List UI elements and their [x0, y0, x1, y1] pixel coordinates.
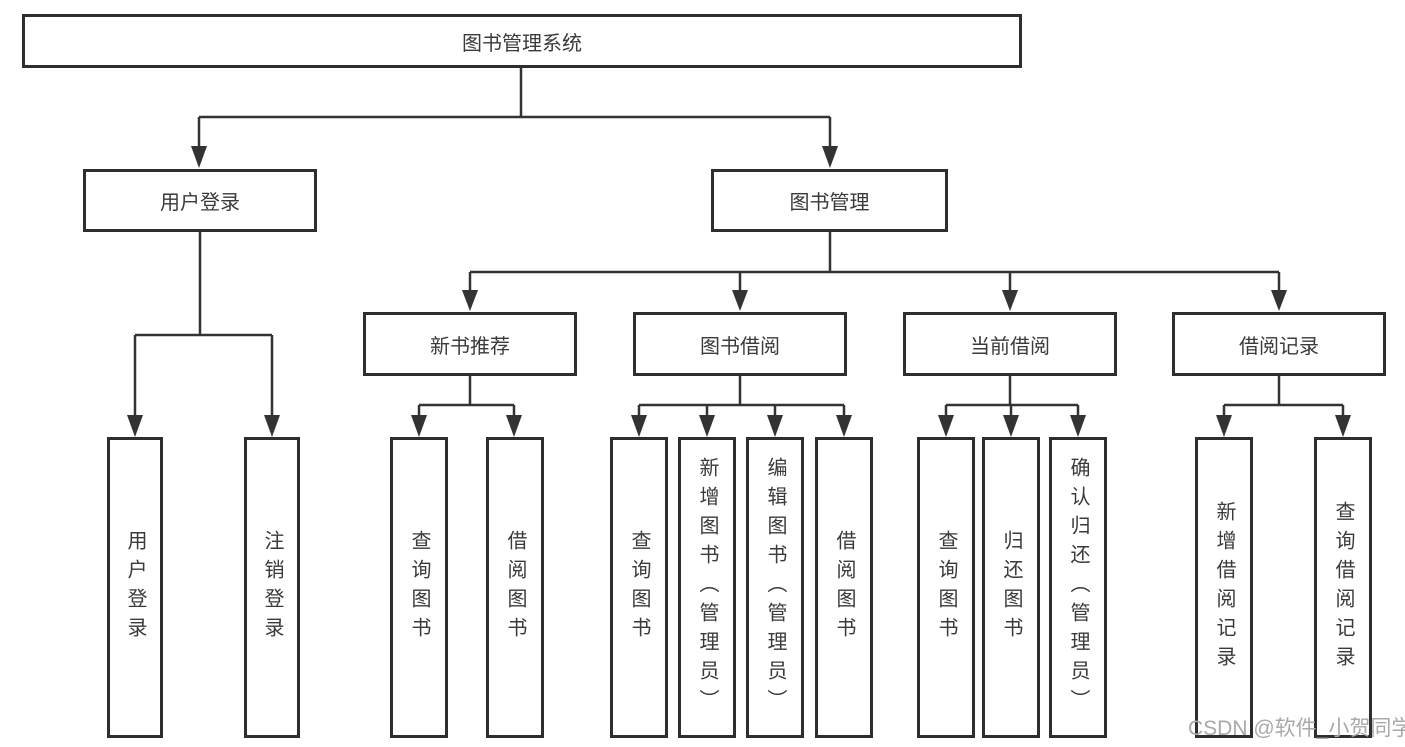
node-leaf-return-books: 归还图书: [982, 437, 1040, 738]
node-leaf-edit-books-admin: 编辑图书（管理员）: [746, 437, 804, 738]
node-current-borrow: 当前借阅: [903, 312, 1117, 376]
node-book-management: 图书管理: [711, 169, 948, 232]
node-leaf-query-borrow-record: 查询借阅记录: [1314, 437, 1372, 738]
node-leaf-confirm-return-admin: 确认归还（管理员）: [1049, 437, 1107, 738]
node-leaf-user-login: 用户登录: [107, 437, 163, 738]
node-leaf-query-books-borrow: 查询图书: [610, 437, 668, 738]
node-new-book-recommend: 新书推荐: [363, 312, 577, 376]
node-leaf-query-books-current: 查询图书: [917, 437, 975, 738]
node-leaf-add-borrow-record: 新增借阅记录: [1195, 437, 1253, 738]
node-book-borrow: 图书借阅: [633, 312, 847, 376]
node-leaf-add-books-admin: 新增图书（管理员）: [678, 437, 736, 738]
node-user-login: 用户登录: [83, 169, 317, 232]
arrowheads: [127, 146, 1351, 437]
node-root-system: 图书管理系统: [22, 14, 1022, 68]
node-borrow-records: 借阅记录: [1172, 312, 1386, 376]
node-leaf-query-books-recommend: 查询图书: [390, 437, 448, 738]
node-leaf-logout: 注销登录: [244, 437, 300, 738]
node-leaf-borrow-books-recommend: 借阅图书: [486, 437, 544, 738]
node-leaf-borrow-books: 借阅图书: [815, 437, 873, 738]
csdn-watermark: CSDN @软件_小贺同学: [1188, 717, 1405, 740]
